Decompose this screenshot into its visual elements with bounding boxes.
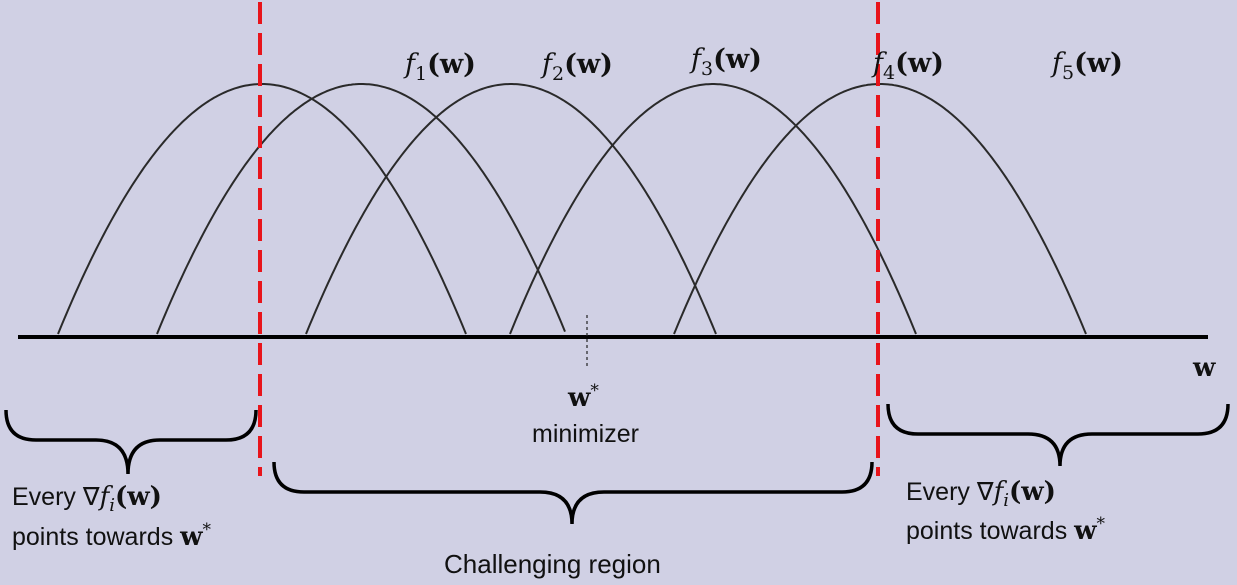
right-brace [886,403,1230,467]
f5-label: f5(w) [1050,48,1123,84]
curve-f2 [156,83,566,335]
challenging-region-label: Challenging region [444,549,661,579]
left-region-line2: points towards w* [12,520,212,552]
middle-brace [272,461,874,525]
right-region-line2: points towards w* [906,514,1106,546]
curve-f3 [305,83,717,335]
f3-label: f3(w) [689,44,762,80]
f2-label: f2(w) [540,49,613,85]
curve-f4 [509,83,917,335]
f4-label: f4(w) [871,48,944,84]
left-region-line1: Every ∇fi(w) [12,482,162,516]
axis-label: w [1192,353,1216,383]
minimizer-caption: minimizer [532,420,639,448]
function-curves [57,83,1087,335]
f1-label: f1(w) [403,49,476,85]
left-brace [4,409,258,475]
minimizer-symbol: w* [567,381,599,413]
right-region-line1: Every ∇fi(w) [906,477,1056,511]
